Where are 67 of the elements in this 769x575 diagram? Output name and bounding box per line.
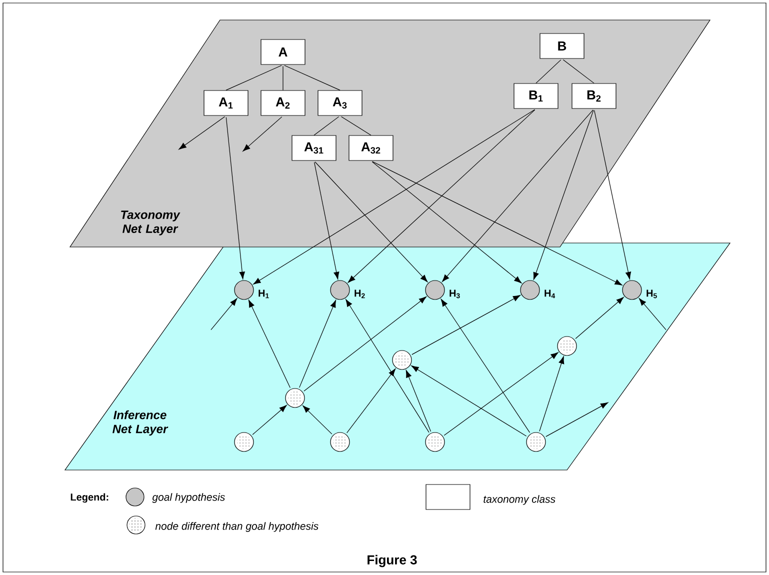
arrow [412,295,521,355]
taxonomy-box: B [540,33,584,59]
arrow [638,298,666,330]
taxonomy-box: A$_{3}$ [318,90,362,116]
taxonomy-box: A$_{1}$ [204,90,248,116]
arrow [346,368,396,434]
arrow [539,356,564,432]
arrow [299,300,336,388]
dotted-circle [234,432,254,452]
arrow [444,352,558,436]
goal-circle [330,280,350,300]
taxonomy-box: A [260,39,306,65]
arrow [372,161,622,286]
dotted-circle [425,432,445,452]
dotted-circle [557,336,577,356]
arrow [575,296,624,339]
caption: Figure 3 [368,554,417,568]
arrow [533,110,594,280]
arrow [314,162,428,282]
legend-text: taxonomy class [484,495,556,505]
legend-text: goal hypothesis [152,493,225,503]
arrow [248,300,290,388]
tree-line [226,65,282,90]
arrow [372,161,522,284]
legend-text: node different than goal hypothesis [155,522,318,532]
goal-circle [520,280,540,300]
hypothesis-label: H$_{1}$ [258,290,269,298]
taxonomy-box: A$_{31}$ [292,135,336,161]
taxonomy-box: A$_{32}$ [348,135,394,161]
dotted-circle [392,350,412,370]
arrow [440,298,530,433]
arrow [314,162,340,280]
arrow [302,405,332,434]
arrow [546,402,608,437]
dotted-circle [330,432,350,452]
tree-line [282,66,284,90]
arrow [411,366,527,436]
dotted-circle [526,432,546,452]
tree-line [536,60,562,84]
arrow [242,116,282,152]
arrow [406,370,432,432]
arrow [253,109,536,284]
hypothesis-label: H$_{2}$ [354,290,365,298]
taxonomy-box: A$_{2}$ [260,90,306,116]
goal-circle [425,280,445,300]
arrow [226,116,245,280]
taxonomy-box: B$_{2}$ [572,83,616,109]
tree-line [340,116,372,136]
goal-circle [622,280,642,300]
arrow [252,404,287,435]
arrow [304,296,426,392]
arrow [594,110,632,280]
arrow [442,110,594,282]
arrow [348,110,536,283]
hypothesis-label: H$_{3}$ [450,290,460,298]
tree-line [562,59,594,84]
hypothesis-label: H$_{5}$ [646,290,657,298]
dotted-circle [285,388,305,408]
tree-line [314,116,340,136]
arrow [346,299,430,433]
arrow [178,116,226,150]
taxonomy-box: B$_{1}$ [514,83,558,109]
legend-title: Legend: [70,493,108,503]
tree-line [284,65,340,90]
hypothesis-label: H$_{4}$ [544,290,556,298]
goal-circle [234,280,254,300]
arrow [210,298,238,330]
